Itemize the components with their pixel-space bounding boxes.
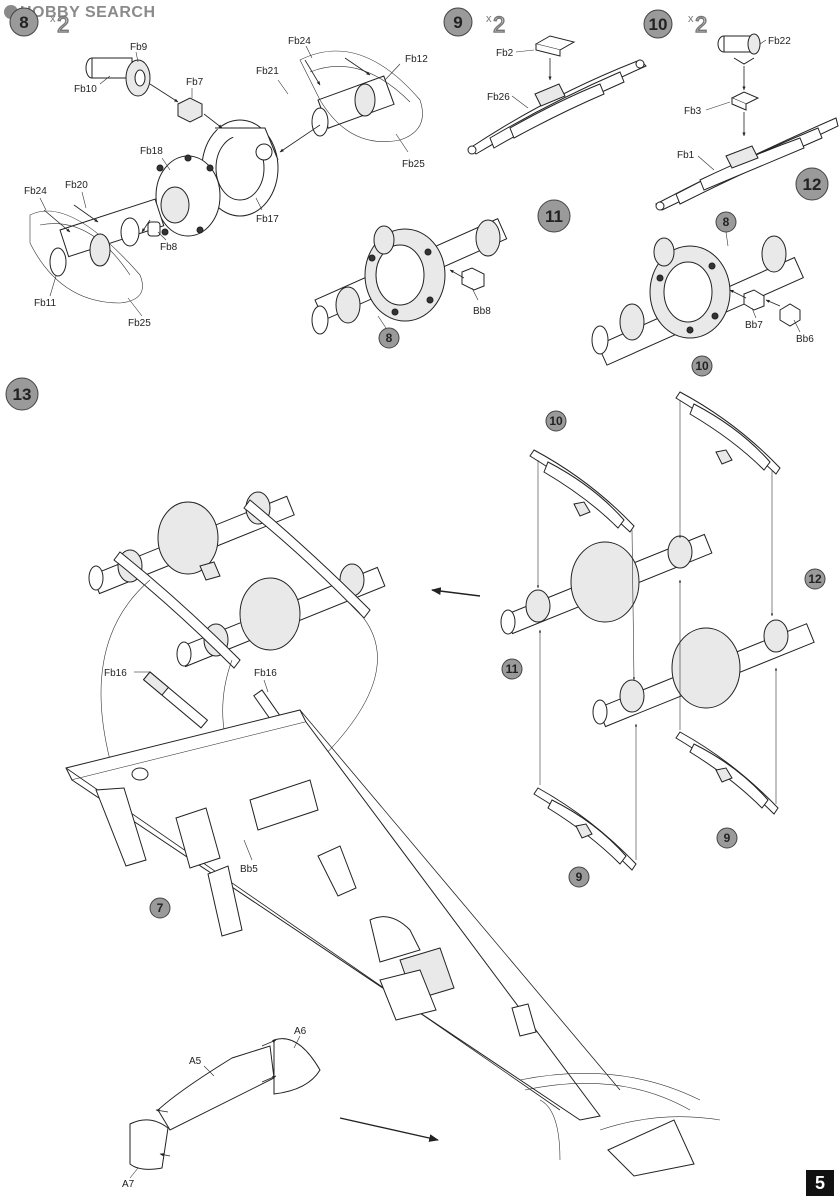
axle-drawing-step12 <box>591 235 805 366</box>
step-11-number: 11 <box>545 207 563 226</box>
ref-11-text: 11 <box>506 662 519 676</box>
ref-10-left <box>545 410 567 432</box>
label-fb16-right: Fb16 <box>254 668 277 679</box>
step-12-number: 12 <box>803 175 822 194</box>
label-bb6: Bb6 <box>796 334 814 345</box>
rear-suspension-drawing <box>88 491 386 781</box>
step-12-badge <box>795 167 829 201</box>
step-9: 9 x 2 Fb2 Fb26 <box>443 7 647 155</box>
ref-9-left <box>568 866 590 888</box>
step-11: 11 Bb8 8 <box>311 199 571 349</box>
label-fb3: Fb3 <box>684 106 702 117</box>
step-8: 8 x 2 <box>9 7 428 329</box>
ref-8-step12-text: 8 <box>723 215 730 229</box>
chassis-frame-drawing <box>65 709 721 1177</box>
label-fb25-lower: Fb25 <box>128 318 151 329</box>
label-fb2: Fb2 <box>496 48 514 59</box>
label-fb17: Fb17 <box>256 214 279 225</box>
step-10-x: x <box>688 13 694 25</box>
step-10-badge <box>643 9 673 39</box>
step-13-badge <box>5 377 39 411</box>
label-fb16-left: Fb16 <box>104 668 127 679</box>
ref-8-step11 <box>378 327 400 349</box>
step-8-number: 8 <box>19 13 28 32</box>
ref-9-left-text: 9 <box>576 870 583 884</box>
step-13: 13 10 10 <box>5 355 826 1190</box>
label-fb10: Fb10 <box>74 84 97 95</box>
step-9-number: 9 <box>453 13 462 32</box>
label-bb5: Bb5 <box>240 864 258 875</box>
ref-7 <box>149 897 171 919</box>
step-10-number: 10 <box>649 15 668 34</box>
leaf-spring-drawing-step10 <box>655 33 839 211</box>
label-fb24-lower: Fb24 <box>24 186 47 197</box>
assembly-direction-arrow-lower <box>339 1117 439 1142</box>
label-fb24-upper: Fb24 <box>288 36 311 47</box>
ref-9-right-text: 9 <box>724 831 731 845</box>
label-a7: A7 <box>122 1179 135 1190</box>
step-10-multiplier: 2 <box>695 12 707 37</box>
differential-housing-drawing <box>155 119 279 237</box>
lower-axle-tube-drawing <box>29 198 165 304</box>
label-fb12: Fb12 <box>405 54 428 65</box>
label-fb11: Fb11 <box>34 298 56 309</box>
upper-axle-tube-drawing <box>299 50 423 142</box>
leaf-spring-drawing-step9 <box>467 35 647 155</box>
label-fb1: Fb1 <box>677 150 695 161</box>
watermark: HOBBY SEARCH <box>4 4 156 22</box>
ref-11 <box>501 658 523 680</box>
step-8-x: x <box>50 13 56 25</box>
ref-12-text: 12 <box>808 572 822 586</box>
label-fb25-upper: Fb25 <box>402 159 425 170</box>
step-8-multiplier: 2 <box>57 12 69 37</box>
ref-12 <box>804 568 826 590</box>
ref-7-text: 7 <box>157 901 164 915</box>
label-bb8: Bb8 <box>473 306 491 317</box>
label-a6: A6 <box>294 1026 307 1037</box>
label-fb7: Fb7 <box>186 77 204 88</box>
fender-drawing <box>129 1038 321 1170</box>
step-12: 12 8 Bb7 Bb6 <box>591 167 829 366</box>
watermark-text: HOBBY SEARCH <box>20 4 156 21</box>
label-fb9: Fb9 <box>130 42 148 53</box>
label-fb8: Fb8 <box>160 242 178 253</box>
ref-10-left-text: 10 <box>549 414 563 428</box>
label-bb7: Bb7 <box>745 320 763 331</box>
label-fb21: Fb21 <box>256 66 279 77</box>
step-13-number: 13 <box>13 385 32 404</box>
ref-8-step11-text: 8 <box>386 331 393 345</box>
label-fb26: Fb26 <box>487 92 510 103</box>
step-9-x: x <box>486 13 492 25</box>
step-11-badge <box>537 199 571 233</box>
label-fb18: Fb18 <box>140 146 163 157</box>
axle-drawing-step11 <box>311 217 508 335</box>
hub-assembly-drawing <box>85 57 203 123</box>
step-9-multiplier: 2 <box>493 12 505 37</box>
spring-axle-exploded-drawing: 10 10 <box>500 355 826 888</box>
assembly-direction-arrow-upper <box>431 587 481 597</box>
step-10: 10 x 2 Fb22 Fb3 Fb1 <box>643 9 839 211</box>
step-9-badge <box>443 7 473 37</box>
label-fb20: Fb20 <box>65 180 88 191</box>
label-a5: A5 <box>189 1056 202 1067</box>
ref-10-right-text: 10 <box>695 359 709 373</box>
ref-9-right <box>716 827 738 849</box>
ref-10-right <box>691 355 713 377</box>
step-8-badge <box>9 7 39 37</box>
label-fb22: Fb22 <box>768 36 791 47</box>
page-number: 5 <box>806 1170 834 1196</box>
